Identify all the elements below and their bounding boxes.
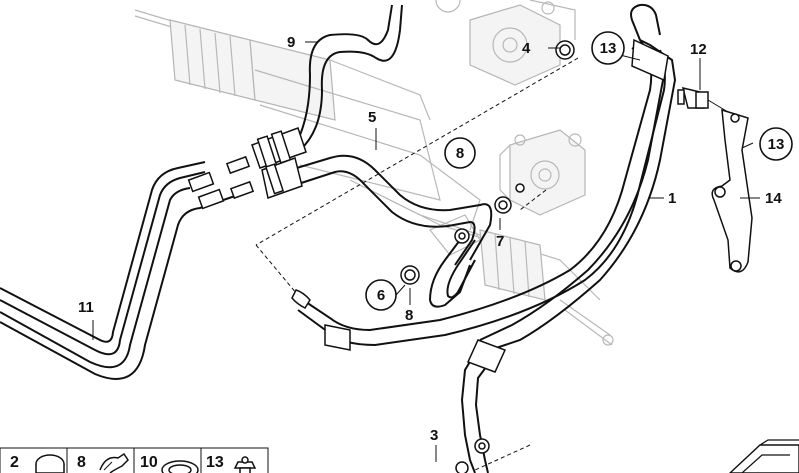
hose-5 (261, 154, 493, 266)
hose-clamp-icon (99, 452, 129, 473)
label-13a: 13 (600, 40, 617, 57)
label-1: 1 (668, 190, 676, 207)
label-8: 8 (456, 145, 464, 162)
valve-body-ghost (429, 129, 586, 256)
label-6: 6 (377, 287, 385, 304)
label-7b: 8 (405, 307, 413, 324)
return-line-11 (0, 155, 255, 380)
parts-legend: 2 8 10 13 (0, 447, 269, 473)
legend-item-13-label: 13 (206, 454, 224, 471)
label-12: 12 (690, 41, 707, 58)
steering-rack-ghost (134, 9, 614, 346)
bracket-14 (711, 108, 753, 273)
label-9: 9 (287, 34, 295, 51)
clip-ring-icon (161, 460, 199, 473)
part-labels: 9 5 4 1 12 14 7 8 11 3 8 6 13 13 (78, 31, 793, 444)
leader-lines (92, 41, 760, 462)
label-3: 3 (430, 427, 438, 444)
label-13a-circle: 13 (591, 31, 625, 65)
catalog-arrow-icon (728, 439, 799, 473)
label-13b-circle: 13 (759, 127, 793, 161)
pressure-sensor-12 (677, 86, 729, 113)
screw-icon (233, 456, 257, 473)
hose-8 (428, 228, 476, 308)
legend-item-10-label: 10 (140, 454, 158, 471)
label-8-circle: 8 (444, 137, 476, 169)
pressure-hose-1 (291, 3, 677, 473)
label-5: 5 (368, 109, 376, 126)
label-6-circle: 6 (365, 279, 397, 311)
label-14: 14 (765, 190, 782, 207)
cap-nut-icon (35, 454, 65, 473)
label-7a: 7 (496, 233, 504, 250)
label-4: 4 (522, 40, 531, 57)
legend-item-2-label: 2 (10, 454, 19, 471)
label-13b: 13 (768, 136, 785, 153)
pump-ghost (435, 0, 576, 86)
hose-9 (251, 4, 403, 169)
assembly-dash-lines (255, 57, 579, 471)
label-11: 11 (78, 299, 94, 316)
legend-item-8-label: 8 (77, 454, 86, 471)
seal-rings (400, 40, 575, 285)
